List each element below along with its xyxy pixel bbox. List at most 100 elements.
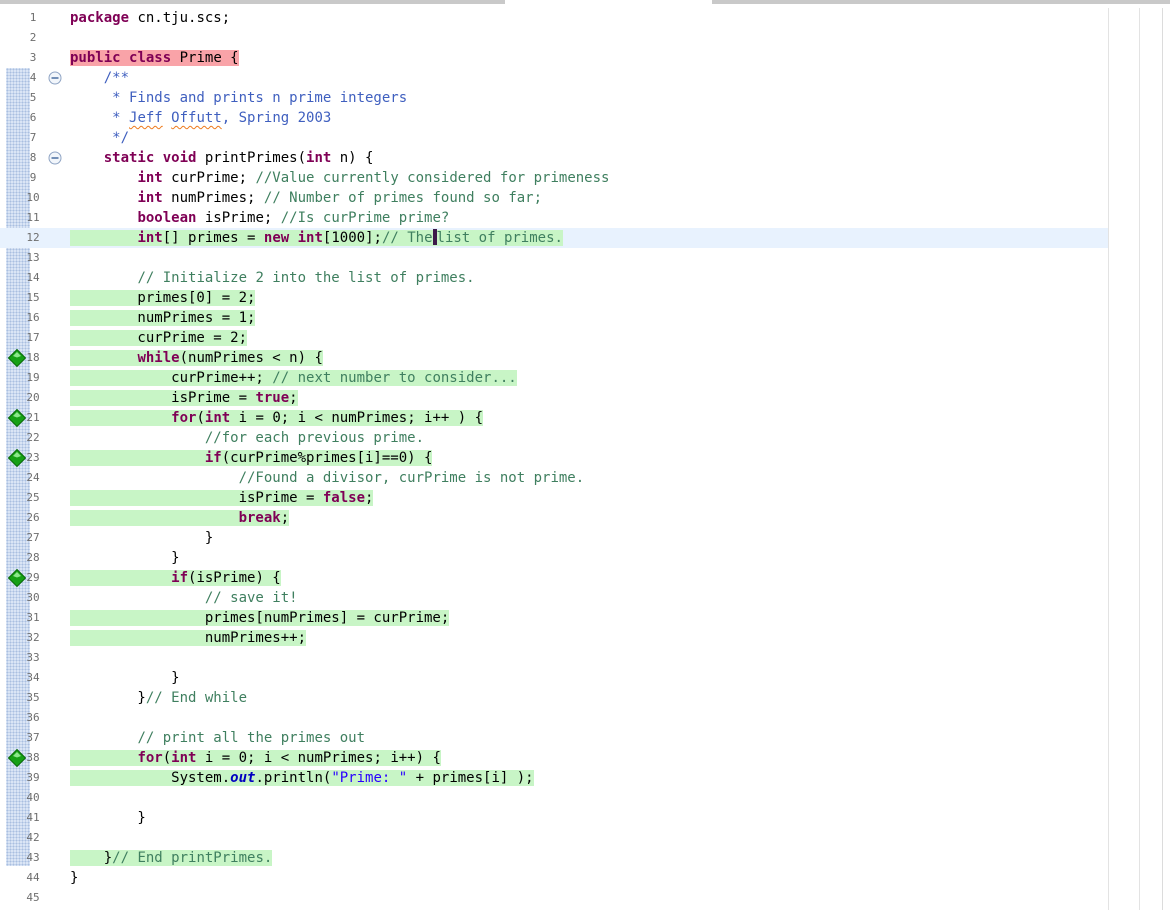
code-line[interactable]: 18 while(numPrimes < n) {: [0, 348, 1108, 368]
collapse-minus-icon[interactable]: [48, 71, 62, 85]
code-text[interactable]: public class Prime {: [70, 50, 239, 66]
code-text[interactable]: numPrimes++;: [70, 630, 307, 646]
code-line[interactable]: 30 // save it!: [0, 588, 1108, 608]
code-line[interactable]: 39 System.out.println("Prime: " + primes…: [0, 768, 1108, 788]
code-line[interactable]: 22 //for each previous prime.: [0, 428, 1108, 448]
overview-ruler[interactable]: [1108, 8, 1140, 910]
code-text[interactable]: if(curPrime%primes[i]==0) {: [70, 448, 433, 468]
code-text[interactable]: //for each previous prime.: [204, 430, 425, 446]
breakpoint-diamond-icon[interactable]: [8, 449, 26, 467]
code-text[interactable]: /**: [103, 70, 130, 86]
code-text[interactable]: for(int i = 0; i < numPrimes; i++ ) {: [70, 408, 484, 428]
code-text[interactable]: */: [70, 130, 130, 146]
breakpoint-diamond-icon[interactable]: [8, 349, 26, 367]
line-number: 20: [26, 391, 40, 404]
code-line[interactable]: 36: [0, 708, 1108, 728]
code-text[interactable]: }: [70, 530, 214, 546]
line-number: 17: [26, 331, 40, 344]
code-text[interactable]: curPrime = 2;: [70, 330, 248, 346]
code-text[interactable]: System.out.println("Prime: " + primes[i]…: [70, 770, 534, 786]
code-line[interactable]: 35 }// End while: [0, 688, 1108, 708]
line-number: 21: [26, 411, 40, 424]
code-text[interactable]: for(int i = 0; i < numPrimes; i++) {: [70, 748, 441, 768]
line-number: 18: [26, 351, 40, 364]
code-line[interactable]: 7 */: [0, 128, 1108, 148]
code-text[interactable]: package cn.tju.scs;: [70, 10, 231, 26]
code-line[interactable]: 41 }: [0, 808, 1108, 828]
code-line[interactable]: 43 }// End printPrimes.: [0, 848, 1108, 868]
code-line[interactable]: 29 if(isPrime) {: [0, 568, 1108, 588]
code-text[interactable]: primes[numPrimes] = curPrime;: [70, 610, 450, 626]
code-text[interactable]: numPrimes = 1;: [70, 310, 256, 326]
code-line[interactable]: 33: [0, 648, 1108, 668]
code-line[interactable]: 31 primes[numPrimes] = curPrime;: [0, 608, 1108, 628]
code-line[interactable]: 4 /**: [0, 68, 1108, 88]
code-text[interactable]: }: [70, 550, 180, 566]
code-line[interactable]: 32 numPrimes++;: [0, 628, 1108, 648]
code-line[interactable]: 27 }: [0, 528, 1108, 548]
code-line[interactable]: 44}: [0, 868, 1108, 888]
code-line[interactable]: 20 isPrime = true;: [0, 388, 1108, 408]
code-line[interactable]: 19 curPrime++; // next number to conside…: [0, 368, 1108, 388]
code-text[interactable]: static void printPrimes(int n) {: [103, 150, 374, 166]
code-line[interactable]: 25 isPrime = false;: [0, 488, 1108, 508]
line-number: 10: [26, 191, 40, 204]
code-line[interactable]: 11 boolean isPrime; //Is curPrime prime?: [0, 208, 1108, 228]
code-line[interactable]: 21 for(int i = 0; i < numPrimes; i++ ) {: [0, 408, 1108, 428]
code-text[interactable]: // print all the primes out: [137, 730, 366, 746]
code-line[interactable]: 5 * Finds and prints n prime integers: [0, 88, 1108, 108]
code-line[interactable]: 37 // print all the primes out: [0, 728, 1108, 748]
code-text[interactable]: }: [70, 870, 79, 886]
code-line[interactable]: 6 * Jeff Offutt, Spring 2003: [0, 108, 1108, 128]
code-text[interactable]: }: [70, 810, 146, 826]
code-line[interactable]: 34 }: [0, 668, 1108, 688]
code-text[interactable]: curPrime++; // next number to consider..…: [70, 370, 517, 386]
breakpoint-diamond-icon[interactable]: [8, 569, 26, 587]
collapse-minus-icon[interactable]: [48, 151, 62, 165]
code-line[interactable]: 26 break;: [0, 508, 1108, 528]
line-number: 40: [26, 791, 40, 804]
code-line[interactable]: 16 numPrimes = 1;: [0, 308, 1108, 328]
code-text[interactable]: //Found a divisor, curPrime is not prime…: [238, 470, 585, 486]
code-text[interactable]: }// End printPrimes.: [70, 850, 273, 866]
code-line[interactable]: 23 if(curPrime%primes[i]==0) {: [0, 448, 1108, 468]
vertical-scrollbar[interactable]: [1162, 8, 1170, 910]
code-line[interactable]: 8 static void printPrimes(int n) {: [0, 148, 1108, 168]
breakpoint-diamond-icon[interactable]: [8, 409, 26, 427]
code-text[interactable]: if(isPrime) {: [70, 568, 281, 588]
code-text[interactable]: while(numPrimes < n) {: [70, 348, 323, 368]
code-text[interactable]: primes[0] = 2;: [70, 290, 256, 306]
code-line[interactable]: 17 curPrime = 2;: [0, 328, 1108, 348]
code-line[interactable]: 40: [0, 788, 1108, 808]
breakpoint-diamond-icon[interactable]: [8, 749, 26, 767]
code-line[interactable]: 24 //Found a divisor, curPrime is not pr…: [0, 468, 1108, 488]
code-line[interactable]: 42: [0, 828, 1108, 848]
code-line[interactable]: 38 for(int i = 0; i < numPrimes; i++) {: [0, 748, 1108, 768]
code-line[interactable]: 13: [0, 248, 1108, 268]
code-line[interactable]: 10 int numPrimes; // Number of primes fo…: [0, 188, 1108, 208]
code-text[interactable]: * Finds and prints n prime integers: [70, 90, 408, 106]
code-line[interactable]: 28 }: [0, 548, 1108, 568]
line-number: 24: [26, 471, 40, 484]
code-text[interactable]: }: [70, 670, 180, 686]
code-text[interactable]: }// End while: [70, 690, 248, 706]
code-text[interactable]: // save it!: [204, 590, 298, 606]
code-line[interactable]: 14 // Initialize 2 into the list of prim…: [0, 268, 1108, 288]
code-line[interactable]: 15 primes[0] = 2;: [0, 288, 1108, 308]
code-text[interactable]: // Initialize 2 into the list of primes.: [137, 270, 475, 286]
code-line[interactable]: 9 int curPrime; //Value currently consid…: [0, 168, 1108, 188]
code-text[interactable]: isPrime = true;: [70, 390, 298, 406]
code-text[interactable]: isPrime = false;: [70, 490, 374, 506]
code-text[interactable]: int curPrime; //Value currently consider…: [137, 170, 610, 186]
code-text[interactable]: * Jeff Offutt, Spring 2003: [70, 110, 332, 126]
code-line[interactable]: 2: [0, 28, 1108, 48]
code-text[interactable]: boolean isPrime; //Is curPrime prime?: [137, 210, 450, 226]
code-line[interactable]: 45: [0, 888, 1108, 908]
code-text[interactable]: break;: [70, 508, 290, 528]
code-text[interactable]: int numPrimes; // Number of primes found…: [137, 190, 543, 206]
